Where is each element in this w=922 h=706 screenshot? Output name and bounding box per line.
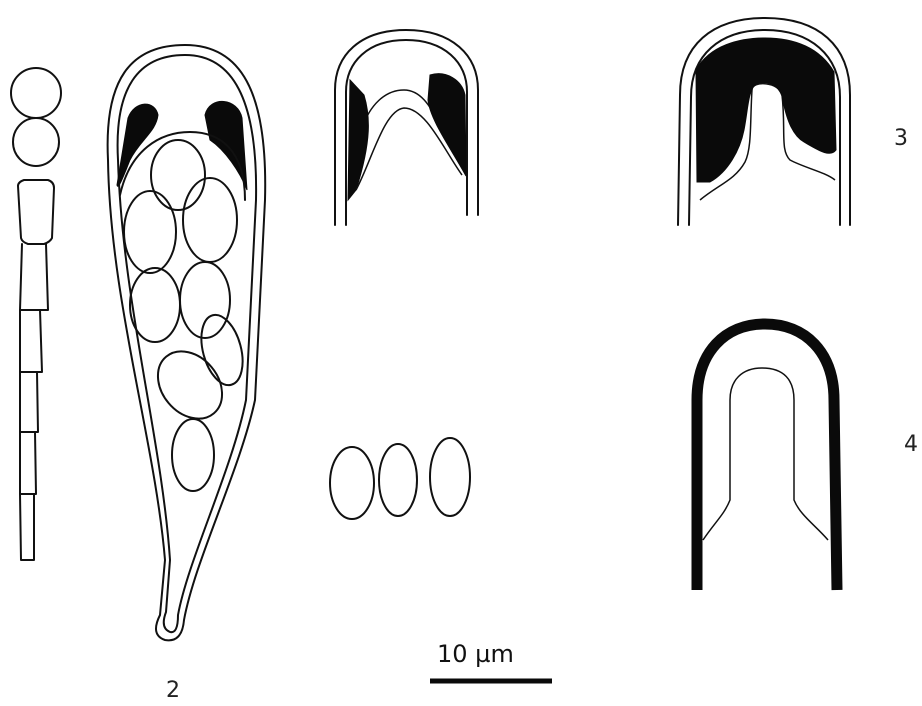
ascospores — [330, 438, 470, 519]
figure-label-4: 4 — [904, 434, 918, 456]
ascus-apex-thick-wall — [697, 324, 837, 590]
paraphysis — [11, 68, 61, 560]
ascus-apex-small — [335, 30, 478, 225]
scale-bar-label: 10 µm — [437, 642, 514, 666]
figure-label-3: 3 — [894, 128, 908, 150]
ascus-with-spores — [108, 45, 266, 640]
ascus-apex-large — [678, 18, 850, 225]
figure-label-2: 2 — [166, 680, 180, 702]
